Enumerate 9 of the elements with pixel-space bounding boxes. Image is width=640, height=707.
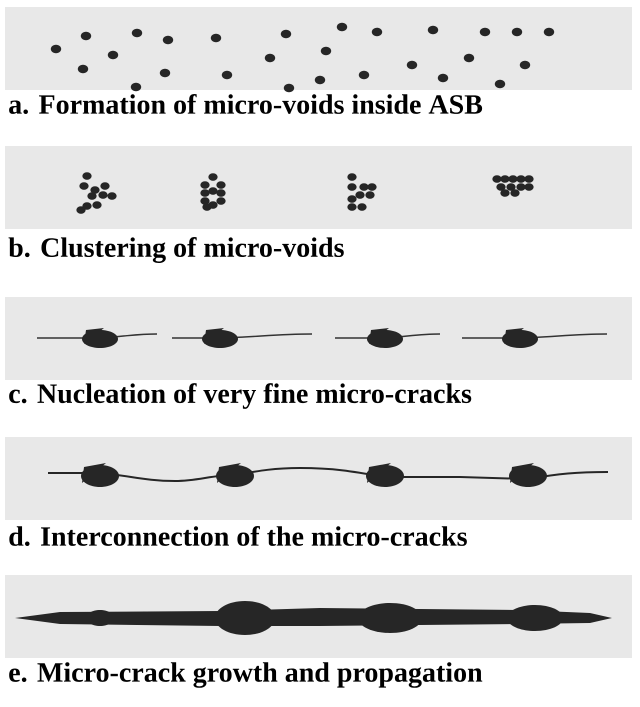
node-label: d. Interconnection of the micro-cracks: [9, 526, 467, 546]
node-label: c. Nucleation of very fine micro-cracks: [9, 383, 472, 409]
band-panel: a. Formation of micro-voids inside ASB: [5, 7, 632, 114]
node-label: a. Formation of micro-voids inside ASB: [9, 94, 482, 114]
band-panel: c. Nucleation of very fine micro-cracks: [5, 297, 632, 409]
band-panel: d. Interconnection of the micro-cracks: [5, 437, 632, 546]
band-panel: b. Clustering of micro-voids: [5, 146, 632, 263]
node-label: b. Clustering of micro-voids: [8, 237, 344, 263]
node-label: e. Micro-crack growth and propagation: [9, 662, 482, 688]
